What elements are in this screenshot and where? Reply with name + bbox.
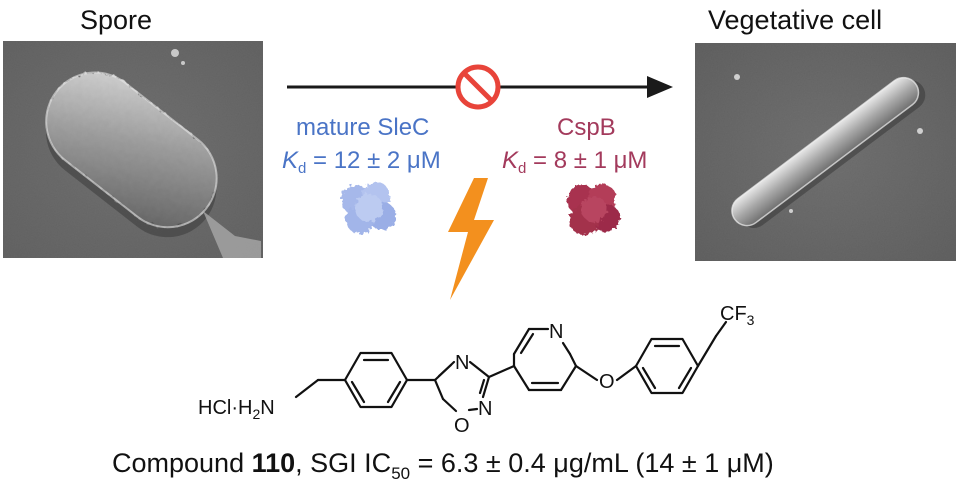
svg-text:HCl·H2N: HCl·H2N bbox=[198, 397, 275, 422]
spore-micrograph bbox=[3, 41, 263, 258]
svg-text:O: O bbox=[454, 415, 470, 437]
cspb-name: CspB bbox=[557, 114, 616, 141]
germination-arrow bbox=[287, 64, 673, 110]
compound-110-structure: HCl·H2N N N O N O CF3 bbox=[198, 303, 755, 437]
compound-caption: Compound 110, SGI IC50 = 6.3 ± 0.4 μg/mL… bbox=[112, 448, 774, 483]
svg-text:N: N bbox=[455, 352, 469, 374]
vegetative-cell-micrograph bbox=[695, 43, 956, 261]
svg-text:N: N bbox=[549, 321, 563, 343]
slec-protein-icon bbox=[341, 182, 396, 234]
cspb-kd: Kd = 8 ± 1 μM bbox=[502, 147, 648, 177]
cspb-protein-icon bbox=[567, 184, 620, 235]
spore-title: Spore bbox=[80, 5, 153, 35]
lightning-bolt-icon bbox=[448, 178, 494, 300]
prohibition-icon bbox=[455, 64, 501, 110]
svg-text:O: O bbox=[599, 371, 615, 393]
svg-text:N: N bbox=[478, 398, 492, 420]
slec-kd: Kd = 12 ± 2 μM bbox=[282, 147, 441, 177]
svg-text:CF3: CF3 bbox=[720, 303, 755, 328]
slec-name: mature SleC bbox=[296, 114, 430, 141]
vegetative-cell-title: Vegetative cell bbox=[708, 5, 883, 35]
